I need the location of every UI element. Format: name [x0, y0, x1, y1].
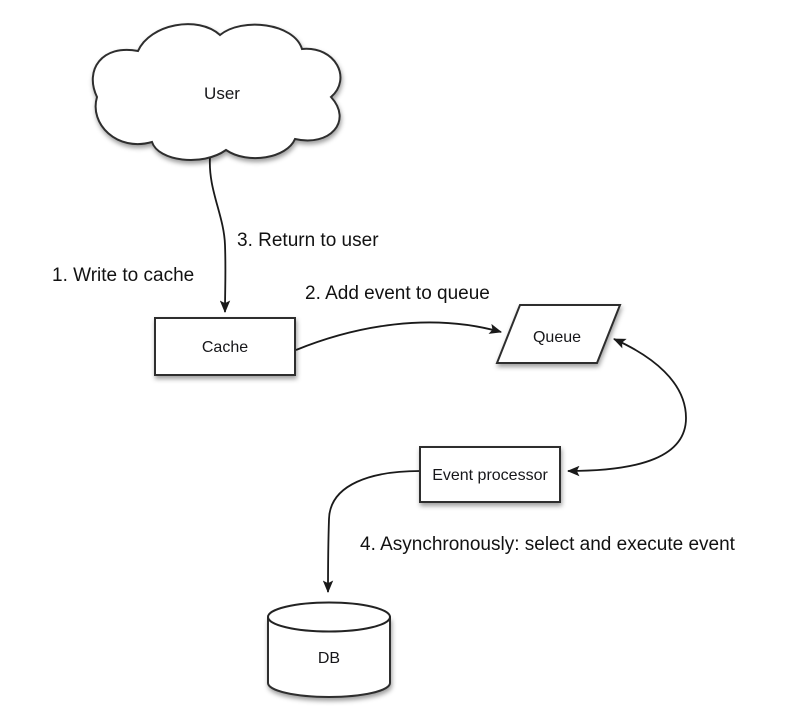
db-cylinder-shape — [267, 601, 391, 698]
nodes — [91, 23, 622, 698]
node-labels: User Cache Queue Event processor DB — [202, 84, 581, 667]
queue-label: Queue — [533, 329, 581, 346]
cache-label: Cache — [202, 339, 248, 356]
cache-box-shape — [154, 317, 296, 376]
queue-parallelogram-shape — [495, 304, 622, 364]
step2-label: 2. Add event to queue — [305, 283, 490, 304]
user-cloud-shape — [91, 23, 342, 161]
event-processor-box-shape — [419, 446, 561, 503]
edge-queue-eventprocessor-bidirectional — [566, 338, 687, 477]
step-labels: 1. Write to cache 2. Add event to queue … — [52, 230, 736, 555]
step3-label: 3. Return to user — [237, 230, 379, 251]
step4-label: 4. Asynchronously: select and execute ev… — [360, 534, 736, 555]
db-cylinder-top — [267, 601, 391, 633]
event-processor-label: Event processor — [432, 467, 548, 484]
db-label: DB — [318, 650, 340, 667]
edge-cache-to-queue — [295, 321, 503, 351]
db-cylinder-body — [267, 617, 391, 698]
connectors — [209, 156, 687, 594]
edge-eventprocessor-to-db — [322, 470, 421, 594]
edge-user-to-cache — [209, 156, 231, 314]
user-label: User — [204, 84, 240, 103]
step1-label: 1. Write to cache — [52, 265, 194, 286]
